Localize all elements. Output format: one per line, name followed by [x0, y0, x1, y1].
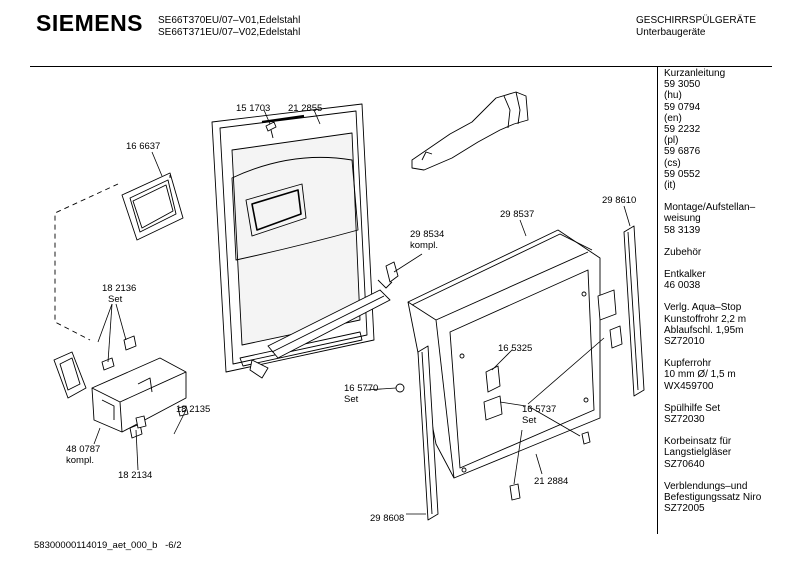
screw-part [265, 121, 277, 139]
outer-door-panel [407, 229, 601, 479]
label-298534: 29 8534 kompl. [410, 229, 444, 251]
sidebar-line: Montage/Aufstellan– [664, 202, 756, 214]
sidebar-line: Langstielgläser [664, 447, 732, 459]
leader-lines [93, 109, 631, 515]
label-182136-note: Set [108, 294, 123, 305]
sidebar-group: Zubehör [664, 247, 794, 258]
sidebar-line: (hu) [664, 90, 682, 102]
sidebar-line: Kupferrohr [664, 358, 712, 370]
footer: 58300000114019_aet_000_b -6/2 [34, 540, 181, 551]
sidebar-line: 59 2232 [664, 124, 701, 136]
sidebar-line: SZ70640 [664, 458, 705, 470]
sidebar-line: (cs) [664, 157, 681, 169]
sidebar-line: (it) [664, 180, 676, 192]
left-side-strip [417, 345, 439, 521]
sidebar-line: SZ72010 [664, 336, 705, 348]
label-165770-note: Set [344, 394, 359, 405]
label-182135: 18 2135 [176, 404, 211, 415]
label-298610: 29 8610 [602, 195, 637, 206]
label-298534-note: kompl. [410, 240, 438, 251]
label-298608: 29 8608 [370, 513, 405, 524]
sidebar-divider [657, 66, 658, 534]
inner-door-frame [211, 103, 375, 373]
label-165770-number: 16 5770 [344, 383, 379, 394]
sidebar-line: Verlg. Aqua–Stop [664, 302, 742, 314]
category-line-2: Unterbaugeräte [636, 27, 706, 38]
label-298534-number: 29 8534 [410, 229, 445, 240]
sidebar-line: Verblendungs–und [664, 480, 748, 492]
header-divider [30, 66, 772, 67]
sidebar-line: Ablaufschl. 1,95m [664, 324, 744, 336]
label-480787: 48 0787 kompl. [66, 444, 100, 466]
sidebar-line: 59 3050 [664, 79, 701, 91]
gasket-part [121, 172, 184, 241]
document-id: 58300000114019_aet_000_b [34, 540, 158, 551]
label-182134: 18 2134 [118, 470, 153, 481]
label-480787-number: 48 0787 [66, 444, 101, 455]
sidebar-line: 59 0552 [664, 168, 701, 180]
right-side-strip [623, 225, 645, 397]
control-module-part [53, 335, 189, 439]
label-212884: 21 2884 [534, 476, 569, 487]
sidebar-line: Kunstoffrohr 2,2 m [664, 313, 747, 325]
label-182136: 18 2136 Set [102, 283, 136, 305]
label-182136-number: 18 2136 [102, 283, 137, 294]
sidebar-line: 10 mm Ø/ 1,5 m [664, 369, 736, 381]
sidebar-line: WX459700 [664, 380, 714, 392]
gasket-association-line [54, 183, 119, 341]
label-151703: 15 1703 [236, 103, 271, 114]
sidebar-line: Korbeinsatz für [664, 436, 732, 448]
model-list: SE66T370EU/07–V01,Edelstahl SE66T371EU/0… [158, 15, 300, 39]
label-166637: 16 6637 [126, 141, 161, 152]
bottom-trim-part [249, 261, 399, 379]
sidebar-line: SZ72030 [664, 414, 705, 426]
brand-logo: SIEMENS [36, 10, 144, 36]
label-165737-number: 16 5737 [522, 404, 557, 415]
sidebar-line: (en) [664, 112, 682, 124]
model-line-1: SE66T370EU/07–V01,Edelstahl [158, 15, 301, 26]
sidebar-line: 58 3139 [664, 224, 701, 236]
label-480787-note: kompl. [66, 455, 94, 466]
panel-fittings [395, 289, 623, 501]
sidebar-line: Zubehör [664, 246, 702, 258]
sidebar-line: SZ72005 [664, 503, 705, 515]
sidebar-line: Befestigungssatz Niro [664, 492, 762, 504]
label-165737: 16 5737 Set [522, 404, 556, 426]
sidebar-line: 59 0794 [664, 101, 701, 113]
sidebar-line: 46 0038 [664, 280, 701, 292]
model-line-2: SE66T371EU/07–V02,Edelstahl [158, 27, 301, 38]
sidebar-line: Entkalker [664, 269, 706, 281]
sidebar-line: Spülhilfe Set [664, 402, 721, 414]
sidebar-line: weisung [664, 213, 701, 225]
sidebar-line: Kurzanleitung [664, 68, 726, 79]
page-number: -6/2 [165, 540, 182, 551]
label-165770: 16 5770 Set [344, 383, 378, 405]
category-line-1: GESCHIRRSPÜLGERÄTE [636, 15, 757, 26]
sidebar-line: 59 6876 [664, 146, 701, 158]
sidebar-line: (pl) [664, 135, 679, 147]
label-165325: 16 5325 [498, 343, 533, 354]
upper-bracket-part [411, 91, 529, 171]
label-298537: 29 8537 [500, 209, 535, 220]
category: GESCHIRRSPÜLGERÄTE Unterbaugeräte [636, 15, 756, 39]
label-212855: 21 2855 [288, 103, 323, 114]
label-165737-note: Set [522, 415, 537, 426]
